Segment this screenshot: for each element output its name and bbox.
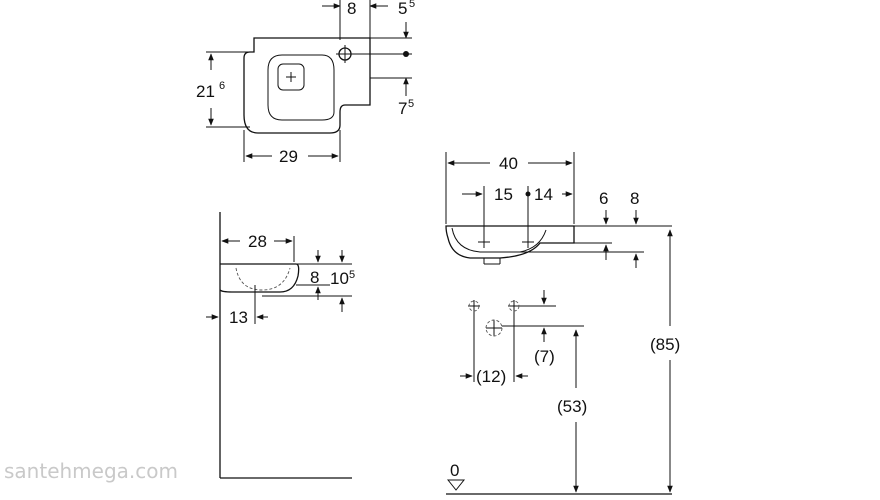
offset-13-label: 13	[229, 308, 248, 327]
basin-top-outline	[243, 37, 371, 134]
height-10-label: 10	[330, 269, 349, 288]
side-view: 28 8 10 5 13	[206, 212, 355, 479]
tap-offset-8-label: 8	[347, 0, 356, 18]
bowl-outline	[267, 54, 335, 121]
height-85-label: (85)	[650, 335, 680, 354]
rim-6-label: 6	[599, 189, 608, 208]
depth-21-label: 21	[196, 82, 215, 101]
width-29-label: 29	[279, 147, 298, 166]
height-53-label: (53)	[557, 397, 587, 416]
floor-marker	[446, 479, 466, 491]
watermark: santehmega.com	[4, 459, 178, 483]
basin-front-profile	[445, 225, 575, 259]
tap-offset-7-label: 7	[398, 99, 407, 118]
height-10-sup: 5	[349, 269, 355, 281]
drop-7-label: (7)	[534, 347, 555, 366]
depth-21-sup: 6	[219, 80, 225, 92]
rim-8-front-label: 8	[630, 189, 639, 208]
offset-15-label: 15	[494, 185, 513, 204]
front-view: 40 15 14 6 8 (7)	[445, 152, 680, 495]
drain-outline	[277, 63, 305, 91]
basin-side-profile	[219, 263, 300, 293]
rim-8-label: 8	[310, 268, 319, 287]
width-40-label: 40	[499, 154, 518, 173]
offset-14-label: 14	[534, 185, 553, 204]
floor-0-label: 0	[450, 461, 459, 480]
tap-offset-5-label: 5	[398, 0, 407, 18]
top-view: 8 5 5 7 5 21 6 29	[196, 0, 415, 166]
tap-offset-5-sup: 5	[409, 0, 415, 10]
tap-offset-7-sup: 5	[408, 98, 414, 110]
fixing-points	[468, 300, 520, 336]
depth-28-label: 28	[248, 232, 267, 251]
spacing-12-label: (12)	[476, 367, 506, 386]
